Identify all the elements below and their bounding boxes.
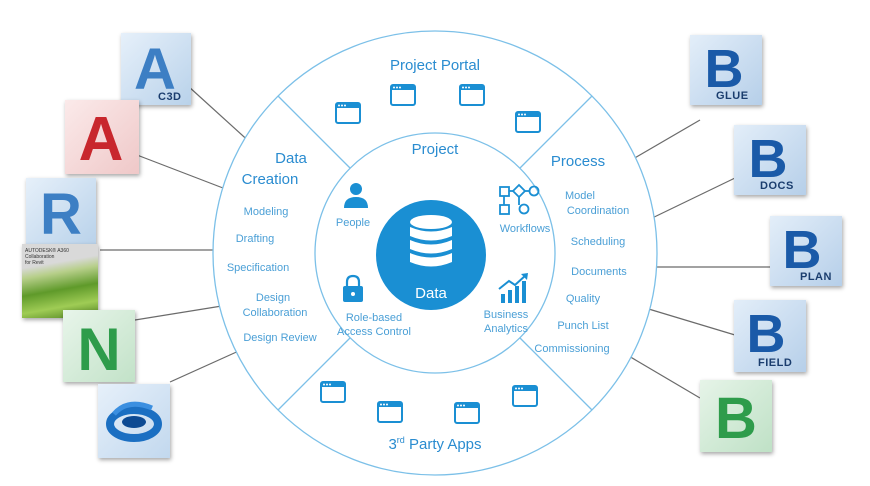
people-icon [344,183,368,208]
portal-window-icon [515,111,541,133]
inner-ring [314,132,556,374]
a360-collaboration-for-revit-icon: AUTODESK® A360 Collaboration for Revit [22,244,98,318]
workflows-icon [499,183,540,215]
bim360-glue-icon: B GLUE [690,35,762,105]
connector-lines [100,85,770,399]
revit-icon: R [26,178,96,244]
glue-label: GLUE [716,90,749,102]
c3d-label: C3D [158,91,182,103]
data-creation-title-2: Creation [242,171,299,188]
lock-icon [343,274,363,302]
svg-text:R: R [40,182,82,244]
a360-text-3: for Revit [25,260,44,266]
left-item-collaboration: Collaboration [243,307,308,319]
analytics-label-2: Analytics [484,323,529,335]
connector-autocad [136,154,237,194]
ring-dividers [277,95,593,411]
connector-navisworks [134,304,229,321]
portal-window-icons [335,84,541,133]
process-title: Process [551,153,605,170]
data-circle [376,200,486,310]
svg-text:N: N [77,316,120,382]
app-window-icon [320,381,346,403]
navisworks-icon: N [63,310,135,382]
autocad-icon: A [65,100,139,174]
right-item-coordination: Coordination [567,205,629,217]
left-item-drafting: Drafting [236,233,275,245]
autodesk-swirl-icon [98,384,170,458]
data-label: Data [415,285,447,302]
a360-text-1: AUTODESK® A360 [25,248,69,254]
svg-text:B: B [749,129,788,189]
app-window-icon [512,385,538,407]
connector-bim360 [621,351,701,399]
right-item-documents: Documents [571,266,627,278]
third-party-apps-title: 3rd Party Apps [388,435,481,453]
analytics-label-1: Business [484,309,529,321]
app-window-icon [377,401,403,423]
portal-window-icon [335,102,361,124]
connector-glue [625,119,701,164]
docs-label: DOCS [760,180,794,192]
svg-text:B: B [747,304,786,364]
app-window-icon [454,402,480,424]
project-title: Project [412,141,460,158]
analytics-icon [498,273,528,303]
third-party-window-icons [320,381,538,424]
right-item-commissioning: Commissioning [534,343,609,355]
connector-docs [645,177,736,222]
left-item-modeling: Modeling [244,206,289,218]
svg-text:B: B [783,220,822,280]
svg-text:A: A [134,37,176,102]
svg-text:A: A [79,105,124,174]
access-label-1: Role-based [346,312,402,324]
connector-c3d [187,85,254,146]
autocad-civil-3d-icon: A C3D [121,33,191,105]
workflows-label: Workflows [500,223,551,235]
project-portal-title: Project Portal [390,57,480,74]
a360-text-2: Collaboration [25,254,55,260]
bim360-field-icon: B FIELD [734,300,806,372]
svg-text:B: B [715,386,757,451]
bim360-docs-icon: B DOCS [734,125,806,195]
data-creation-title-1: Data [275,150,307,167]
portal-window-icon [390,84,416,106]
plan-label: PLAN [800,271,832,283]
right-item-scheduling: Scheduling [571,236,625,248]
left-item-design-review: Design Review [243,332,316,344]
svg-text:B: B [705,39,744,99]
left-item-design: Design [256,292,290,304]
people-label: People [336,217,370,229]
right-item-model: Model [565,190,595,202]
left-item-specification: Specification [227,262,289,274]
bim360-icon: B [700,380,772,452]
right-item-punch-list: Punch List [557,320,608,332]
portal-window-icon [459,84,485,106]
field-label: FIELD [758,357,793,369]
database-icon [410,215,452,267]
bim360-plan-icon: B PLAN [770,216,842,286]
right-item-quality: Quality [566,293,601,305]
access-label-2: Access Control [337,326,411,338]
connector-field [641,306,736,336]
